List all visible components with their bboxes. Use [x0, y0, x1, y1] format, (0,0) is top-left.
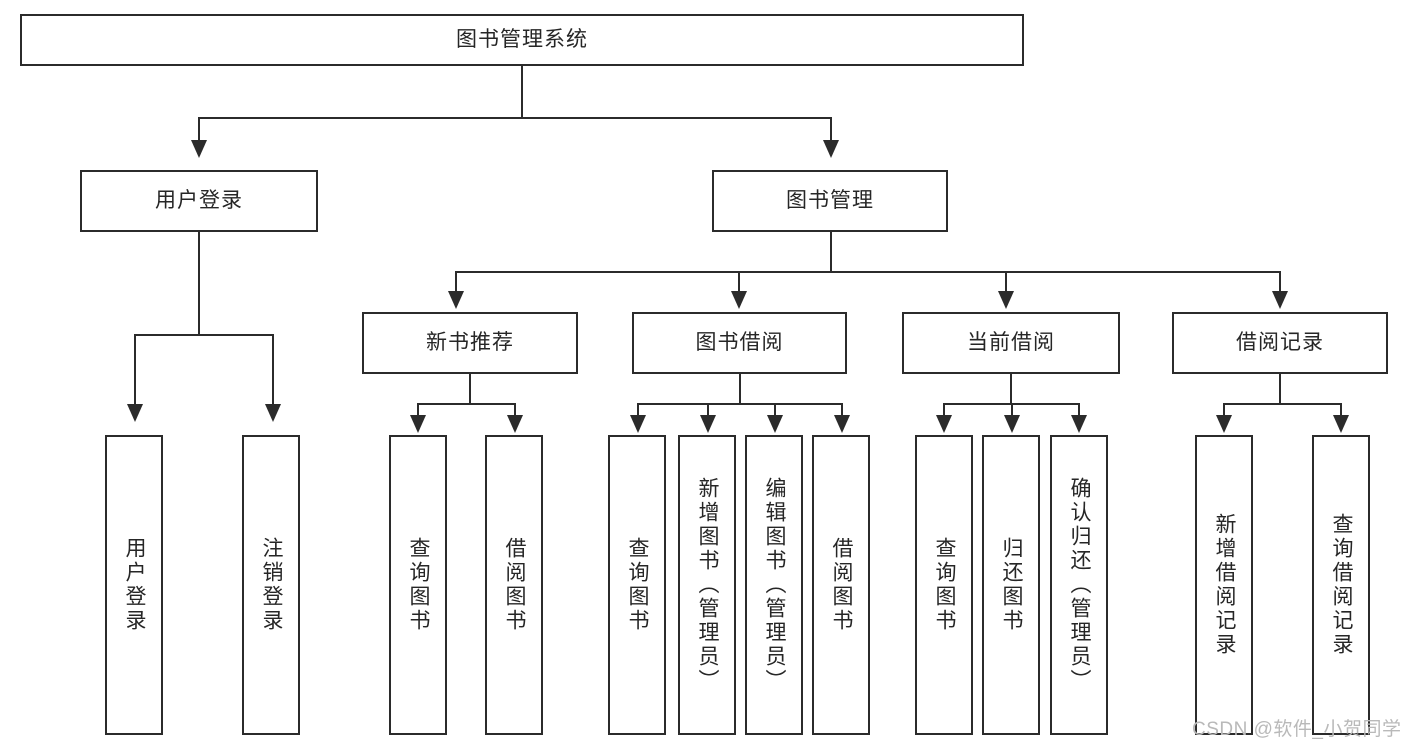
arrow-down-cb-return — [1004, 415, 1020, 433]
edge-drop-current-borrow — [1005, 271, 1007, 293]
edge-drop-cb-return — [1011, 403, 1013, 417]
arrow-down-user-login — [191, 140, 207, 158]
arrow-down-nb-borrow — [507, 415, 523, 433]
leaf-bb-borrow-book[interactable]: 借阅图书 — [812, 435, 870, 735]
edge-drop-bb-add — [707, 403, 709, 417]
arrow-down-book-borrow — [731, 291, 747, 309]
edge-drop-cb-query — [943, 403, 945, 417]
node-borrow-record[interactable]: 借阅记录 — [1172, 312, 1388, 374]
edge-drop-leaf-user-login — [134, 334, 136, 406]
node-user-login[interactable]: 用户登录 — [80, 170, 318, 232]
edge-drop-bb-edit — [774, 403, 776, 417]
edge-book-borrow-bus — [637, 403, 842, 405]
edge-new-book-stem — [469, 374, 471, 405]
leaf-bb-edit-book-admin[interactable]: 编辑图书（管理员） — [745, 435, 803, 735]
edge-drop-bb-lend — [841, 403, 843, 417]
edge-drop-br-query — [1340, 403, 1342, 417]
edge-drop-bb-query — [637, 403, 639, 417]
arrow-down-bb-lend — [834, 415, 850, 433]
arrow-down-new-book — [448, 291, 464, 309]
leaf-cb-query-book[interactable]: 查询图书 — [915, 435, 973, 735]
edge-drop-leaf-logout — [272, 334, 274, 406]
arrow-down-bb-query — [630, 415, 646, 433]
leaf-bb-add-book-admin[interactable]: 新增图书（管理员） — [678, 435, 736, 735]
arrow-down-cb-confirm — [1071, 415, 1087, 433]
arrow-down-leaf-logout — [265, 404, 281, 422]
edge-drop-cb-confirm — [1078, 403, 1080, 417]
edge-borrow-record-stem — [1279, 374, 1281, 405]
edge-drop-new-book — [455, 271, 457, 293]
node-current-borrow[interactable]: 当前借阅 — [902, 312, 1120, 374]
leaf-cb-return-book[interactable]: 归还图书 — [982, 435, 1040, 735]
arrow-down-leaf-user-login — [127, 404, 143, 422]
arrow-down-br-query — [1333, 415, 1349, 433]
leaf-bb-query-book[interactable]: 查询图书 — [608, 435, 666, 735]
edge-book-management-stem — [830, 232, 832, 273]
edge-drop-nb-borrow — [514, 403, 516, 417]
arrow-down-current-borrow — [998, 291, 1014, 309]
edge-book-borrow-stem — [739, 374, 741, 405]
leaf-logout[interactable]: 注销登录 — [242, 435, 300, 735]
node-book-borrow[interactable]: 图书借阅 — [632, 312, 847, 374]
edge-drop-borrow-record — [1279, 271, 1281, 293]
arrow-down-book-management — [823, 140, 839, 158]
edge-drop-book-borrow — [738, 271, 740, 293]
arrow-down-cb-query — [936, 415, 952, 433]
arrow-down-nb-query — [410, 415, 426, 433]
watermark-csdn: CSDN @软件_小贺同学 — [1192, 719, 1402, 740]
leaf-nb-borrow-book[interactable]: 借阅图书 — [485, 435, 543, 735]
leaf-nb-query-book[interactable]: 查询图书 — [389, 435, 447, 735]
edge-drop-br-add — [1223, 403, 1225, 417]
node-new-book-recommend[interactable]: 新书推荐 — [362, 312, 578, 374]
edge-current-borrow-stem — [1010, 374, 1012, 405]
edge-drop-user-login — [198, 117, 200, 143]
edge-level3-bus — [455, 271, 1281, 273]
edge-level2-bus — [198, 117, 832, 119]
node-book-management[interactable]: 图书管理 — [712, 170, 948, 232]
node-root-book-management-system[interactable]: 图书管理系统 — [20, 14, 1024, 66]
edge-drop-book-management — [830, 117, 832, 143]
edge-new-book-bus — [417, 403, 516, 405]
edge-root-stem — [521, 66, 523, 118]
edge-user-login-stem — [198, 232, 200, 336]
arrow-down-bb-add — [700, 415, 716, 433]
arrow-down-br-add — [1216, 415, 1232, 433]
leaf-br-add-record[interactable]: 新增借阅记录 — [1195, 435, 1253, 735]
leaf-user-login[interactable]: 用户登录 — [105, 435, 163, 735]
edge-user-login-bus — [134, 334, 274, 336]
arrow-down-bb-edit — [767, 415, 783, 433]
arrow-down-borrow-record — [1272, 291, 1288, 309]
edge-drop-nb-query — [417, 403, 419, 417]
leaf-br-query-record[interactable]: 查询借阅记录 — [1312, 435, 1370, 735]
leaf-cb-confirm-return-admin[interactable]: 确认归还（管理员） — [1050, 435, 1108, 735]
edge-borrow-record-bus — [1223, 403, 1341, 405]
